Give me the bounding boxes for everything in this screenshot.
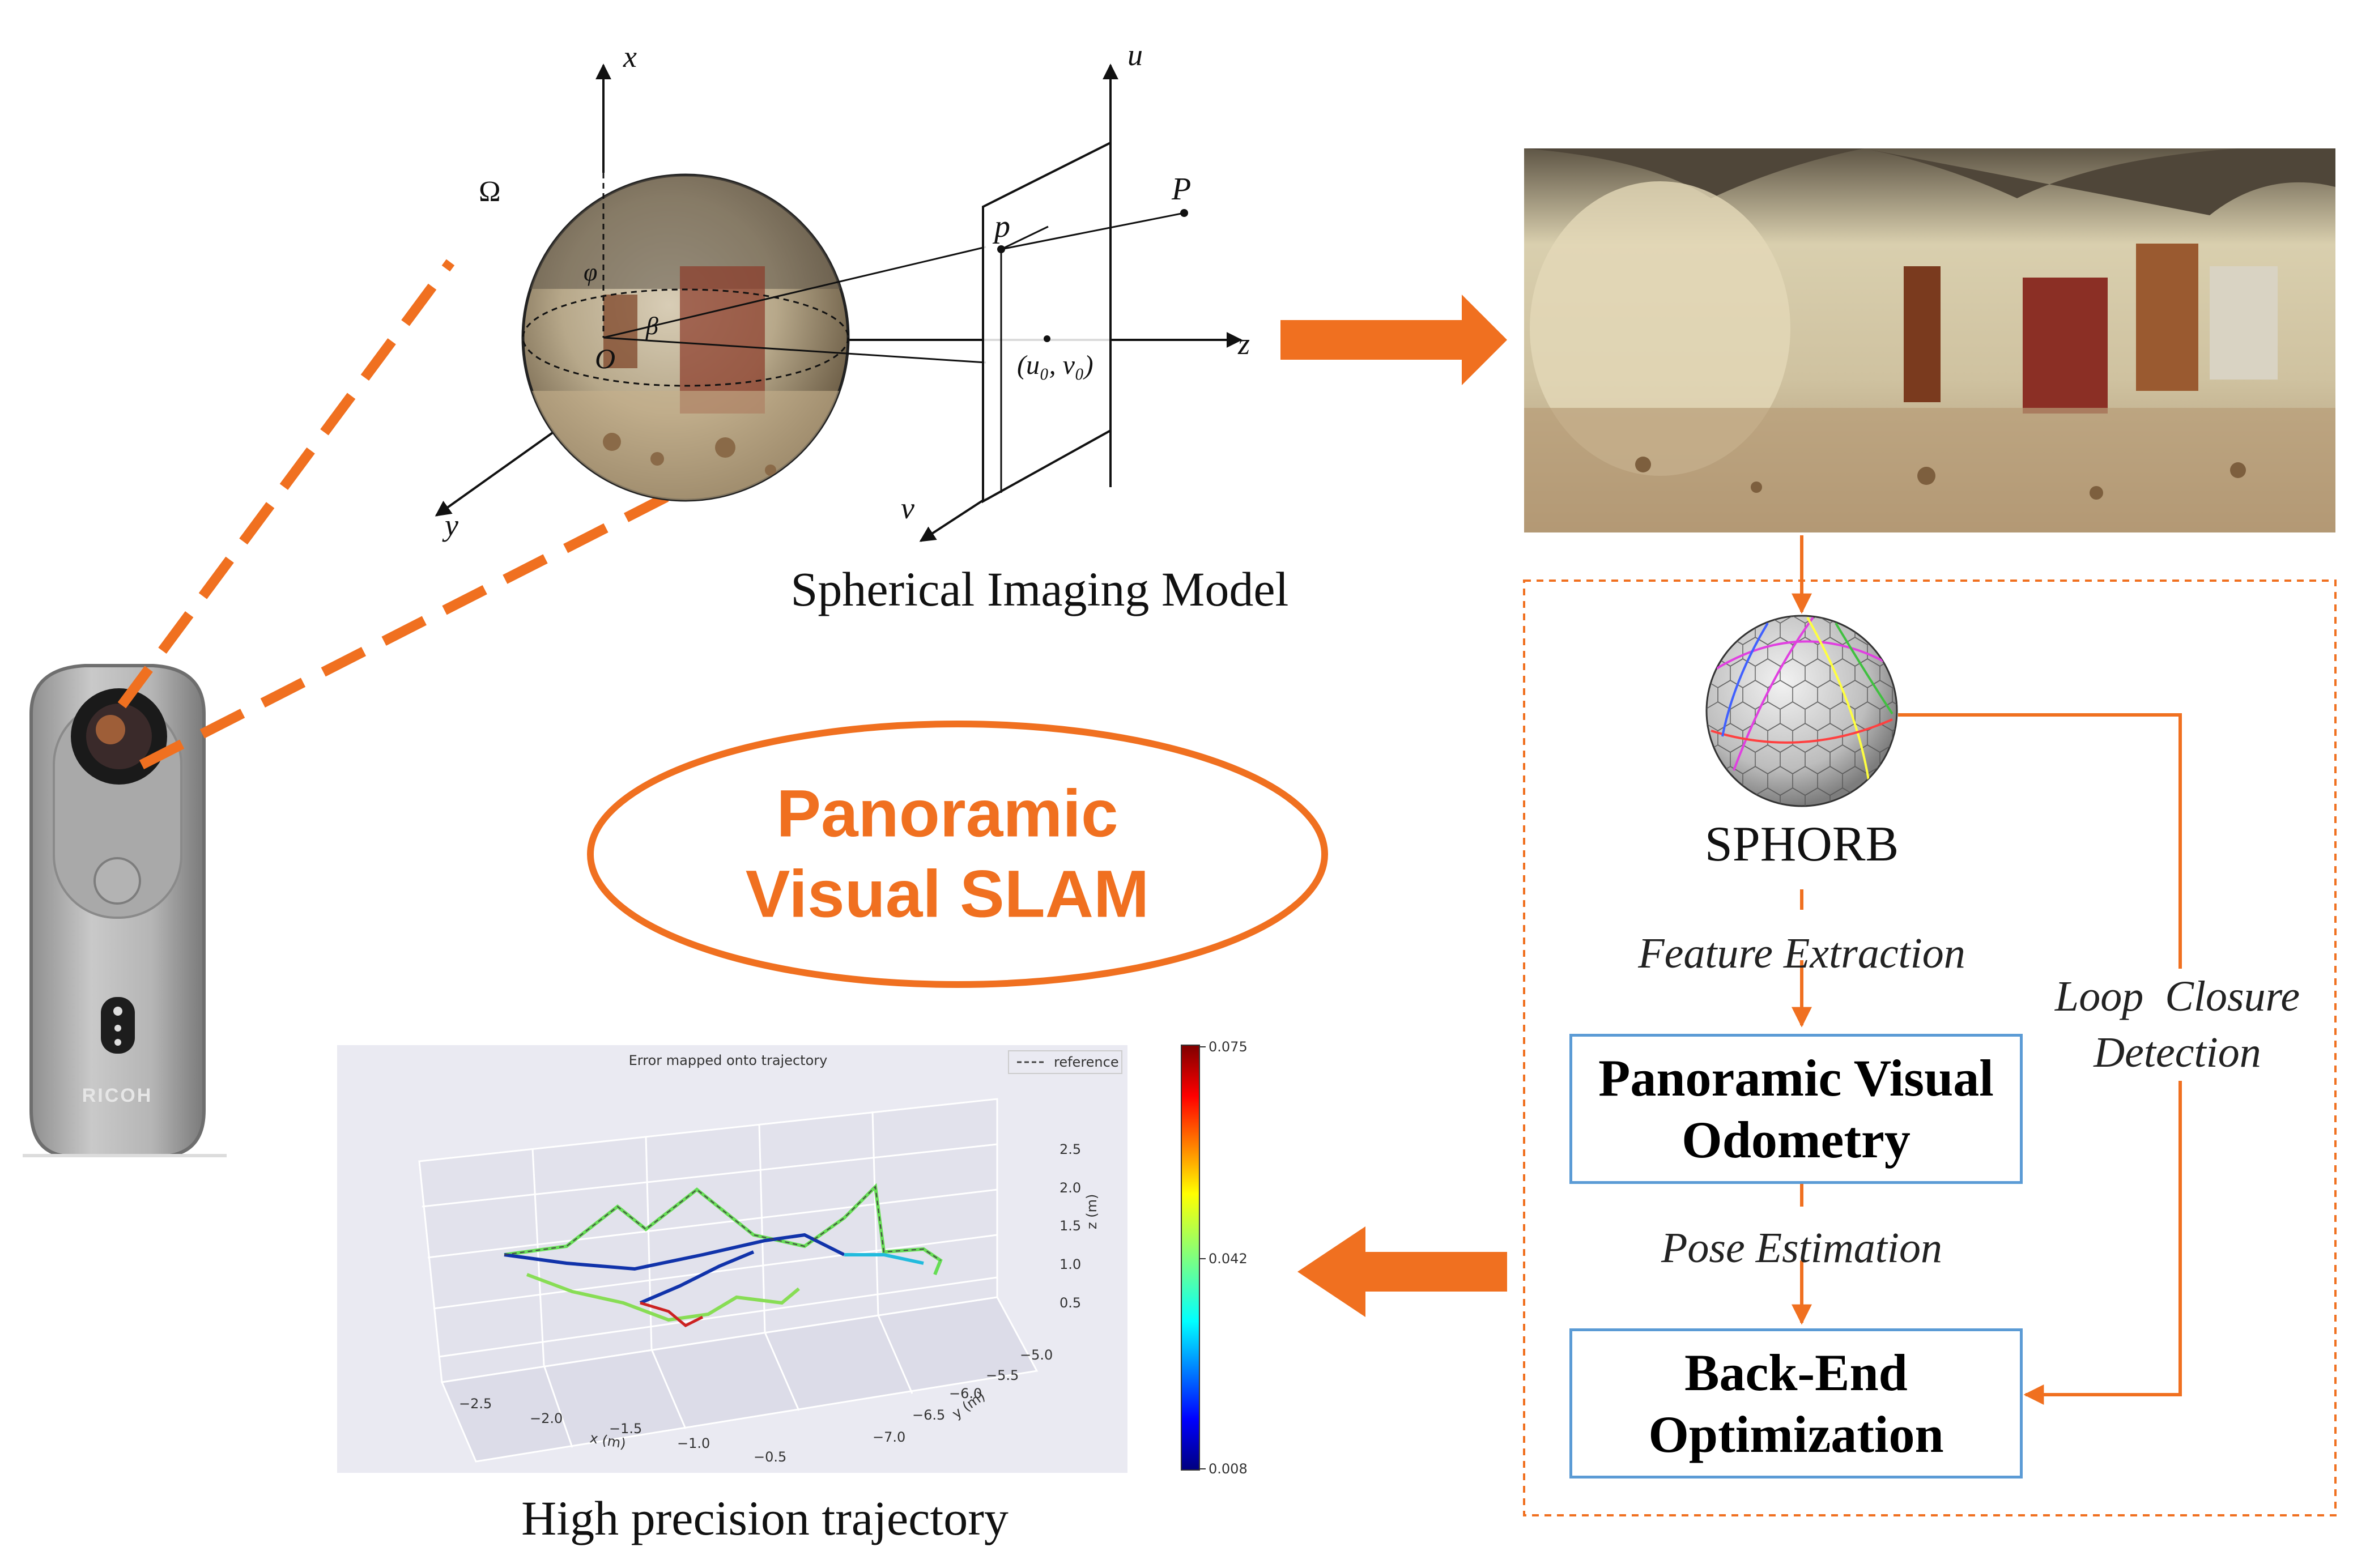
x-tick: −2.0 (530, 1411, 563, 1426)
odometry-line1: Panoramic Visual (1598, 1049, 1994, 1107)
ray-to-P (1001, 212, 1185, 250)
x-tick: −1.0 (677, 1435, 710, 1451)
camera-brand-label: RICOH (82, 1085, 153, 1106)
phi-label: φ (584, 258, 597, 286)
sphorb-label: SPHORB (1704, 817, 1899, 872)
colorbar-tick-max: 0.075 (1209, 1039, 1248, 1055)
slam-title-line1: Panoramic (776, 776, 1118, 851)
y-tick: −6.5 (912, 1407, 945, 1423)
point-p (997, 245, 1005, 253)
z-tick: 1.5 (1060, 1218, 1081, 1234)
error-colorbar (1181, 1045, 1200, 1471)
u-axis-label: u (1127, 38, 1143, 72)
back-end-optimization-box: Back-End Optimization (1569, 1328, 2023, 1478)
projection-line-lower (139, 476, 700, 770)
x-tick: −0.5 (754, 1449, 786, 1465)
loop-closure-line2: Detection (2094, 1028, 2261, 1076)
origin-label: O (595, 343, 615, 374)
omega-label: Ω (479, 176, 501, 208)
arrow-to-trajectory (1297, 1226, 1507, 1317)
backend-line2: Optimization (1648, 1405, 1944, 1463)
panorama-image (1524, 148, 2335, 532)
P-label: P (1171, 172, 1191, 207)
v-axis-label: v (901, 491, 914, 525)
legend-reference: reference (1054, 1054, 1119, 1070)
projection-line-upper (117, 259, 455, 709)
colorbar-tick-min: 0.008 (1209, 1461, 1248, 1477)
beta-label: β (645, 312, 658, 340)
x-axis-label: x (623, 40, 637, 74)
spherical-imaging-model: x y u v z Ω O φ β p P (u₀, v₀) (435, 38, 1250, 542)
z-tick: 0.5 (1060, 1295, 1081, 1311)
loop-closure-line1: Loop Closure (2054, 973, 2300, 1020)
z-tick: 2.5 (1060, 1141, 1081, 1157)
y-tick: −7.0 (873, 1429, 905, 1445)
backend-line1: Back-End (1684, 1343, 1908, 1401)
360-camera: RICOH (23, 664, 227, 1157)
y-axis-label: y (442, 508, 458, 542)
geodesic-sphere-icon (1705, 615, 1898, 807)
panoramic-visual-odometry-box: Panoramic Visual Odometry (1569, 1034, 2023, 1184)
p-label: p (992, 209, 1010, 244)
trajectory-caption: High precision trajectory (521, 1491, 1009, 1545)
shutter-button-icon (93, 857, 141, 905)
feature-extraction-label: Feature Extraction (1638, 930, 1965, 977)
plot-title: Error mapped onto trajectory (629, 1053, 828, 1068)
colorbar-tick-mid: 0.042 (1209, 1251, 1248, 1267)
trajectory-plot: Error mapped onto trajectory reference 2… (337, 1039, 1248, 1477)
arrow-to-panorama (1280, 295, 1507, 385)
y-tick: −5.0 (1020, 1347, 1053, 1363)
v-axis (919, 497, 987, 542)
z-tick: 2.0 (1060, 1180, 1081, 1196)
pipeline-container (1523, 580, 2337, 1516)
slam-title-line2: Visual SLAM (745, 857, 1150, 931)
principal-point (1044, 335, 1050, 342)
y-tick: −6.0 (949, 1386, 982, 1401)
odometry-line2: Odometry (1682, 1110, 1911, 1169)
z-axis-title: z (m) (1084, 1194, 1100, 1229)
title-ellipse (587, 721, 1328, 988)
spherical-model-caption: Spherical Imaging Model (790, 562, 1289, 616)
pose-estimation-label: Pose Estimation (1661, 1224, 1943, 1272)
z-tick: 1.0 (1060, 1256, 1081, 1272)
principal-point-label: (u₀, v₀) (1017, 350, 1093, 380)
x-tick: −1.5 (609, 1421, 642, 1437)
z-axis-label: z (1237, 327, 1250, 361)
loop-closure-label: Loop Closure Detection (2049, 969, 2306, 1081)
y-tick: −5.5 (986, 1367, 1019, 1383)
slam-title: Panoramic Visual SLAM (746, 774, 1150, 934)
equator (522, 288, 849, 387)
x-tick: −2.5 (459, 1396, 492, 1412)
image-plane (982, 140, 1112, 504)
point-P (1180, 209, 1188, 217)
